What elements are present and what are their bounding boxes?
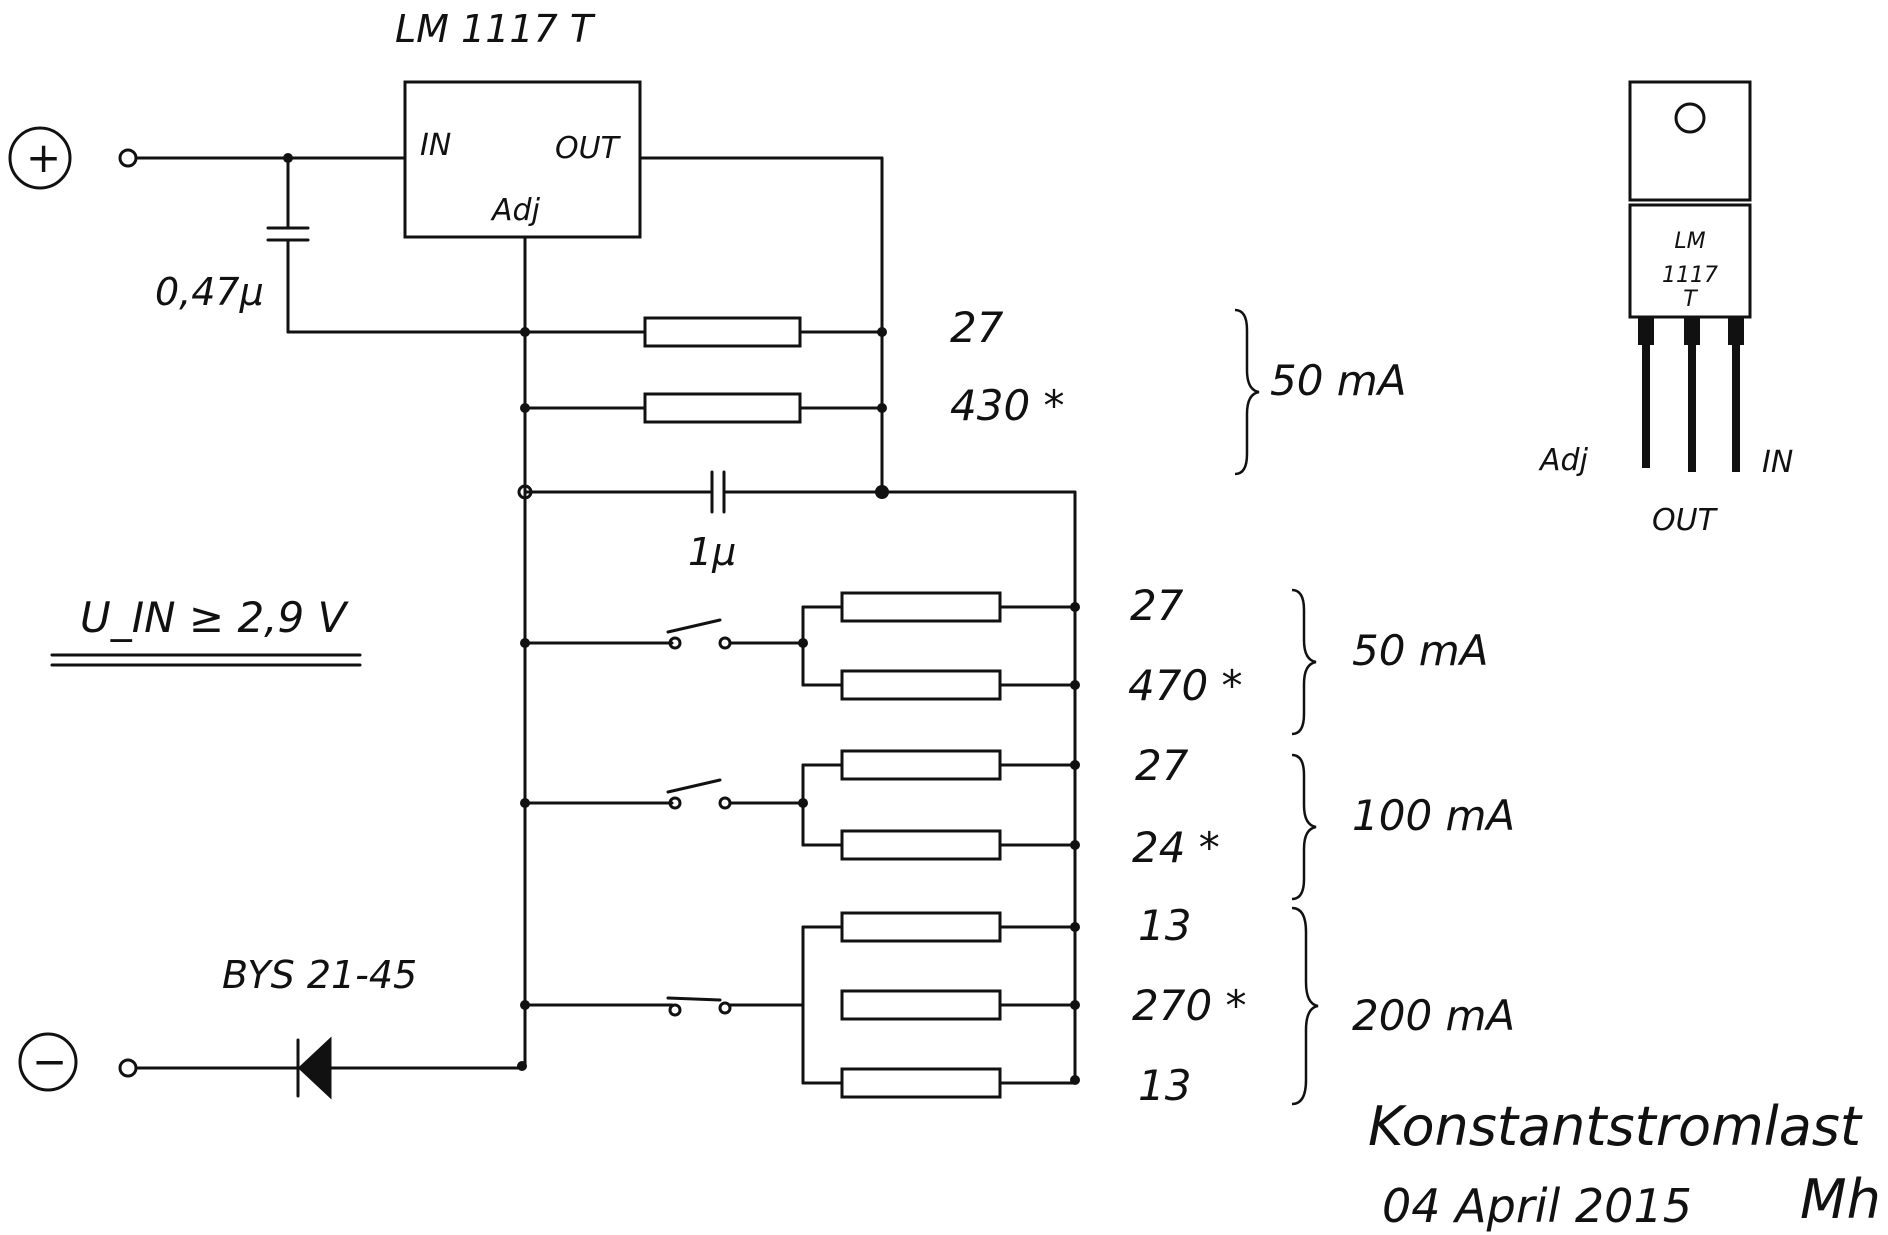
output-capacitor-label: 1µ xyxy=(688,530,736,574)
junction-dot xyxy=(1070,760,1080,770)
stage3-resistor-a: 27 xyxy=(1135,741,1189,790)
resistor-13-top xyxy=(840,911,1002,943)
package-label-line2: 1117 xyxy=(1662,263,1718,288)
diagram-title: Konstantstromlast xyxy=(1368,1095,1863,1158)
junction-dot xyxy=(877,403,887,413)
junction-dot xyxy=(1070,680,1080,690)
stage1-resistor-a: 27 xyxy=(950,303,1004,352)
stage3-resistor-b: 24 * xyxy=(1132,823,1220,872)
stage2-resistor-b: 470 * xyxy=(1128,661,1243,710)
switch-lever xyxy=(666,618,722,634)
junction-dot xyxy=(520,327,530,337)
stage4-brace xyxy=(1291,906,1319,1106)
junction-dot xyxy=(520,638,530,648)
junction-open xyxy=(517,484,533,500)
stage3-brace xyxy=(1291,753,1317,901)
resistor-13-bottom xyxy=(840,1067,1002,1099)
resistor-27-top xyxy=(643,316,802,348)
plus-terminal-label: + xyxy=(26,133,61,182)
switch-contact xyxy=(668,636,682,650)
regulator-pin-adj: Adj xyxy=(490,193,541,228)
junction-dot xyxy=(798,798,808,808)
package-mounting-hole xyxy=(1674,102,1706,134)
diode-triangle xyxy=(297,1036,332,1100)
resistor-27 xyxy=(840,749,1002,781)
junction-dot xyxy=(517,1061,527,1071)
junction-dot xyxy=(520,403,530,413)
package-pin-left-label: Adj xyxy=(1538,443,1589,478)
package-pin-stub xyxy=(1728,317,1744,345)
resistor-430 xyxy=(643,392,802,424)
plus-terminal-connector xyxy=(118,148,138,168)
minus-terminal-circle xyxy=(18,1032,78,1092)
package-pin-stub xyxy=(1638,317,1654,345)
stage2-brace xyxy=(1291,588,1317,736)
plus-terminal-circle xyxy=(8,126,72,190)
stage3-current: 100 mA xyxy=(1352,791,1515,840)
package-body xyxy=(1628,203,1752,319)
package-tab xyxy=(1628,80,1752,202)
stage4-current: 200 mA xyxy=(1352,991,1515,1040)
regulator-name: LM 1117 T xyxy=(395,7,596,51)
resistor-24 xyxy=(840,829,1002,861)
stage1-current: 50 mA xyxy=(1270,356,1406,405)
signature: Mh xyxy=(1800,1168,1881,1231)
minus-terminal-connector xyxy=(118,1058,138,1078)
junction-dot xyxy=(1070,1075,1080,1085)
junction-dot xyxy=(520,1000,530,1010)
junction-dot xyxy=(1070,1000,1080,1010)
switch-contact xyxy=(668,1003,682,1017)
regulator-pin-in: IN xyxy=(420,128,451,163)
junction-dot xyxy=(1070,840,1080,850)
junction-dot xyxy=(1070,922,1080,932)
diagram-date: 04 April 2015 xyxy=(1382,1179,1692,1233)
switch-lever xyxy=(666,996,722,1002)
junction-dot xyxy=(1070,602,1080,612)
stage2-current: 50 mA xyxy=(1352,626,1488,675)
minus-terminal-label: − xyxy=(32,1037,67,1086)
stage4-resistor-c: 13 xyxy=(1138,1061,1191,1110)
stage2-resistor-a: 27 xyxy=(1130,581,1184,630)
resistor-27 xyxy=(840,591,1002,623)
package-label-line3: T xyxy=(1683,287,1698,312)
input-voltage-label: U_IN ≥ 2,9 V xyxy=(80,593,350,642)
regulator-box xyxy=(403,80,642,239)
diode-label: BYS 21-45 xyxy=(222,953,417,997)
package-label-line1: LM xyxy=(1674,229,1705,254)
junction-dot xyxy=(875,485,889,499)
input-capacitor-label: 0,47µ xyxy=(155,270,264,314)
package-pin-stub xyxy=(1684,317,1700,345)
resistor-470 xyxy=(840,669,1002,701)
stage1-brace xyxy=(1234,308,1260,476)
junction-dot xyxy=(520,798,530,808)
package-pin-right-label: IN xyxy=(1762,445,1793,480)
switch-lever xyxy=(666,778,722,794)
stage4-resistor-a: 13 xyxy=(1138,901,1191,950)
junction-dot xyxy=(798,638,808,648)
switch-contact xyxy=(668,796,682,810)
stage1-resistor-b: 430 * xyxy=(950,381,1065,430)
switch-contact xyxy=(718,1001,732,1015)
resistor-270 xyxy=(840,989,1002,1021)
junction-dot xyxy=(877,327,887,337)
regulator-pin-out: OUT xyxy=(555,131,622,166)
package-pin-middle-label: OUT xyxy=(1652,503,1719,538)
stage4-resistor-b: 270 * xyxy=(1132,981,1247,1030)
